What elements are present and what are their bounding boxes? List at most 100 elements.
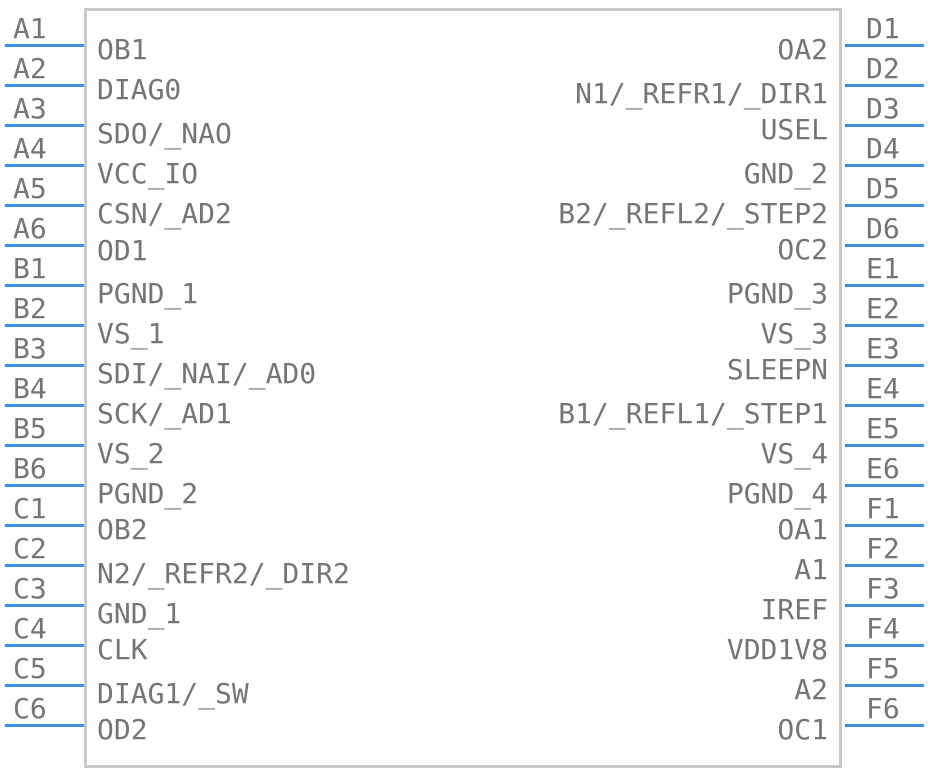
pin-number-b6: B6 — [13, 452, 47, 485]
pin-line-f5 — [845, 684, 924, 687]
pin-line-b5 — [5, 444, 84, 447]
pin-line-a6 — [5, 244, 84, 247]
pin-number-e5: E5 — [866, 412, 900, 445]
pin-signal-e2: VS_3 — [760, 317, 828, 350]
pin-line-c4 — [5, 644, 84, 647]
pin-line-f1 — [845, 524, 924, 527]
pin-number-f4: F4 — [866, 612, 900, 645]
pin-signal-f5: A2 — [794, 673, 828, 706]
pin-signal-c1: OB2 — [97, 513, 148, 546]
pin-number-c3: C3 — [13, 572, 47, 605]
pin-line-e3 — [845, 364, 924, 367]
chip-body — [84, 8, 842, 768]
pin-line-a4 — [5, 164, 84, 167]
pin-line-d4 — [845, 164, 924, 167]
pin-number-a6: A6 — [13, 212, 47, 245]
pin-signal-e3: SLEEPN — [726, 353, 828, 386]
pin-number-c5: C5 — [13, 652, 47, 685]
pin-number-e6: E6 — [866, 452, 900, 485]
pin-line-f6 — [845, 724, 924, 727]
pin-number-f6: F6 — [866, 692, 900, 725]
pin-signal-a3: SDO/_NAO — [97, 117, 232, 150]
pin-signal-e4: B1/_REFL1/_STEP1 — [558, 397, 828, 430]
pin-signal-f3: IREF — [760, 593, 828, 626]
pin-signal-d4: GND_2 — [743, 157, 828, 190]
pin-number-d3: D3 — [866, 92, 900, 125]
pin-number-b1: B1 — [13, 252, 47, 285]
pin-line-d3 — [845, 124, 924, 127]
pin-line-e2 — [845, 324, 924, 327]
pin-line-d6 — [845, 244, 924, 247]
pin-line-b3 — [5, 364, 84, 367]
pin-number-c6: C6 — [13, 692, 47, 725]
pin-number-b4: B4 — [13, 372, 47, 405]
pin-number-b2: B2 — [13, 292, 47, 325]
pin-number-c1: C1 — [13, 492, 47, 525]
pin-signal-f2: A1 — [794, 553, 828, 586]
pin-signal-a4: VCC_IO — [97, 157, 199, 190]
pin-number-c2: C2 — [13, 532, 47, 565]
pin-signal-c3: GND_1 — [97, 597, 182, 630]
pin-number-e3: E3 — [866, 332, 900, 365]
pin-signal-d2: N1/_REFR1/_DIR1 — [575, 77, 828, 110]
pin-signal-c5: DIAG1/_SW — [97, 677, 249, 710]
pin-line-e5 — [845, 444, 924, 447]
pin-number-a4: A4 — [13, 132, 47, 165]
pin-line-b1 — [5, 284, 84, 287]
pin-signal-c4: CLK — [97, 633, 148, 666]
pin-signal-e6: PGND_4 — [726, 477, 828, 510]
pin-number-e1: E1 — [866, 252, 900, 285]
pin-signal-c6: OD2 — [97, 713, 148, 746]
pin-number-c4: C4 — [13, 612, 47, 645]
pin-signal-d3: USEL — [760, 113, 828, 146]
pin-number-b3: B3 — [13, 332, 47, 365]
pin-line-c3 — [5, 604, 84, 607]
pin-line-d2 — [845, 84, 924, 87]
pin-number-e2: E2 — [866, 292, 900, 325]
pin-signal-b1: PGND_1 — [97, 277, 199, 310]
pin-number-d4: D4 — [866, 132, 900, 165]
pin-number-f1: F1 — [866, 492, 900, 525]
pin-number-f3: F3 — [866, 572, 900, 605]
pin-signal-e1: PGND_3 — [726, 277, 828, 310]
pin-line-a1 — [5, 44, 84, 47]
pin-number-f2: F2 — [866, 532, 900, 565]
pin-line-b6 — [5, 484, 84, 487]
pin-line-e6 — [845, 484, 924, 487]
pin-line-f4 — [845, 644, 924, 647]
pin-number-a3: A3 — [13, 92, 47, 125]
pin-signal-b3: SDI/_NAI/_AD0 — [97, 357, 317, 390]
pin-signal-a1: OB1 — [97, 33, 148, 66]
pin-signal-d5: B2/_REFL2/_STEP2 — [558, 197, 828, 230]
pin-signal-a5: CSN/_AD2 — [97, 197, 232, 230]
pin-number-a2: A2 — [13, 52, 47, 85]
pin-signal-a2: DIAG0 — [97, 73, 182, 106]
pin-line-a5 — [5, 204, 84, 207]
pin-number-e4: E4 — [866, 372, 900, 405]
pin-signal-b6: PGND_2 — [97, 477, 199, 510]
pin-number-b5: B5 — [13, 412, 47, 445]
pin-line-d1 — [845, 44, 924, 47]
pin-number-a5: A5 — [13, 172, 47, 205]
pin-number-d5: D5 — [866, 172, 900, 205]
pin-signal-f6: OC1 — [777, 713, 828, 746]
pin-line-d5 — [845, 204, 924, 207]
pin-number-f5: F5 — [866, 652, 900, 685]
pin-line-a2 — [5, 84, 84, 87]
pin-signal-c2: N2/_REFR2/_DIR2 — [97, 557, 350, 590]
pin-signal-e5: VS_4 — [760, 437, 828, 470]
pin-line-c1 — [5, 524, 84, 527]
pin-line-c5 — [5, 684, 84, 687]
pin-signal-b2: VS_1 — [97, 317, 165, 350]
pin-signal-a6: OD1 — [97, 234, 148, 267]
pin-number-d1: D1 — [866, 12, 900, 45]
pin-line-c2 — [5, 564, 84, 567]
pin-line-e4 — [845, 404, 924, 407]
pin-signal-b4: SCK/_AD1 — [97, 397, 232, 430]
pin-line-f2 — [845, 564, 924, 567]
pin-number-a1: A1 — [13, 12, 47, 45]
pin-signal-d1: OA2 — [777, 33, 828, 66]
pin-line-c6 — [5, 724, 84, 727]
pin-signal-b5: VS_2 — [97, 437, 165, 470]
pin-number-d2: D2 — [866, 52, 900, 85]
